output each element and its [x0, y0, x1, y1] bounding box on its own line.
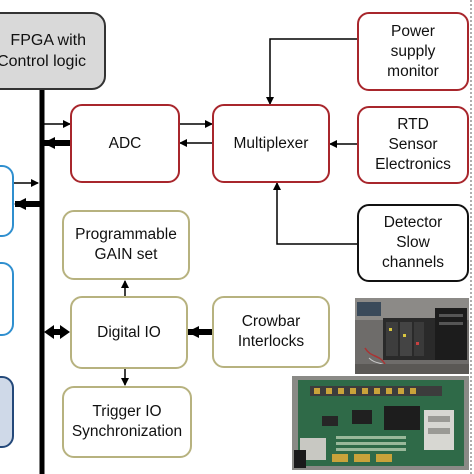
- rtd-label-line-1: RTD: [397, 116, 429, 133]
- gain-label-line-1: Programmable: [75, 226, 177, 243]
- left-block-2: [0, 262, 14, 336]
- power-label-line-1: Power: [391, 22, 435, 40]
- rtd-label-line-2: Sensor: [388, 136, 438, 153]
- adc-label: ADC: [108, 134, 142, 152]
- power-label-line-2: supply: [390, 42, 436, 60]
- detector-label-line-2: Slow: [396, 234, 430, 251]
- power-label-line-3: monitor: [387, 62, 439, 80]
- fpga-label-line-1: FPGA with: [10, 32, 86, 49]
- crowbar-interlocks-block: Crowbar Interlocks: [212, 296, 330, 368]
- digitalio-left-arrowhead: [44, 325, 54, 339]
- crowbar-label-line-2: Interlocks: [237, 333, 305, 350]
- crate-photo-image: [355, 298, 469, 374]
- pcb-photo-image: [292, 376, 469, 470]
- gain-label-line-2: GAIN set: [94, 246, 158, 263]
- programmable-gain-block: Programmable GAIN set: [62, 210, 190, 280]
- fpga-label-line-2: Control logic: [0, 53, 86, 70]
- adc-block: ADC: [70, 104, 180, 183]
- detector-label-line-1: Detector: [383, 214, 443, 231]
- multiplexer-block: Multiplexer: [212, 104, 330, 183]
- digital-io-label: Digital IO: [97, 323, 161, 341]
- trigger-io-block: Trigger IO Synchronization: [62, 386, 192, 458]
- detector-label-line-3: channels: [381, 254, 445, 271]
- rtd-sensor-block: RTD Sensor Electronics: [357, 106, 469, 184]
- power-to-mux-line: [266, 38, 357, 105]
- digitalio-right-arrowhead: [60, 325, 70, 339]
- power-supply-monitor-block: Power supply monitor: [357, 12, 469, 91]
- detector-slow-channels-block: Detector Slow channels: [357, 204, 469, 282]
- crate-photo: [355, 298, 469, 374]
- crowbar-label-line-1: Crowbar: [241, 313, 301, 330]
- pcb-photo: [292, 376, 469, 470]
- trigger-label-line-1: Trigger IO: [92, 403, 162, 420]
- trigger-label-line-2: Synchronization: [71, 423, 183, 440]
- left-block-1: [0, 165, 14, 237]
- left-block-3: [0, 376, 14, 448]
- detector-to-mux-line: [273, 182, 357, 245]
- digital-io-block: Digital IO: [70, 296, 188, 369]
- fpga-block: FPGA with Control logic: [0, 12, 106, 90]
- multiplexer-label: Multiplexer: [233, 134, 309, 152]
- rtd-label-line-3: Electronics: [375, 156, 451, 173]
